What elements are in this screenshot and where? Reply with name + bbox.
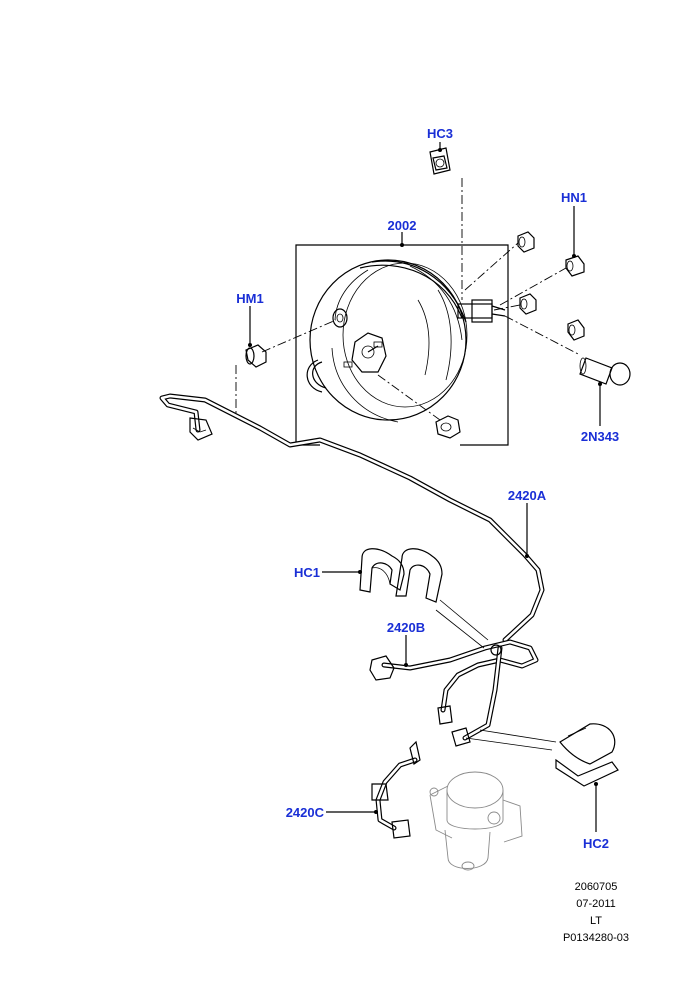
callout-2n343: 2N343 [581,429,619,444]
footer-ref-number: 2060705 [575,881,618,893]
vacuum-pipe-2420c [371,729,557,839]
group-bracket-2002 [295,244,509,446]
clip-hc1 [359,548,489,649]
footer-drawing-id: P0134280-03 [563,932,629,944]
callout-2420c: 2420C [286,805,325,820]
callout-2002: 2002 [388,218,417,233]
nut-bottom [435,415,461,439]
clip-hc2 [555,723,619,787]
vacuum-pipe-2420b [369,639,539,747]
callout-hm1: HM1 [236,291,263,306]
nuts-hn1 [464,231,585,356]
callout-hc1: HC1 [294,565,320,580]
nut-hm1 [235,319,337,415]
footer-date: 07-2011 [576,898,616,910]
vacuum-pipe-2420a [159,393,545,643]
callout-2420a: 2420A [508,488,547,503]
brake-booster [306,259,506,423]
callout-hc2: HC2 [583,836,609,851]
vacuum-pump [429,771,523,871]
leader-lines [248,142,602,832]
footer-code: LT [590,915,602,927]
callout-2420b: 2420B [387,620,425,635]
pin-2n343 [579,357,631,386]
callout-hn1: HN1 [561,190,587,205]
callout-hc3: HC3 [427,126,453,141]
